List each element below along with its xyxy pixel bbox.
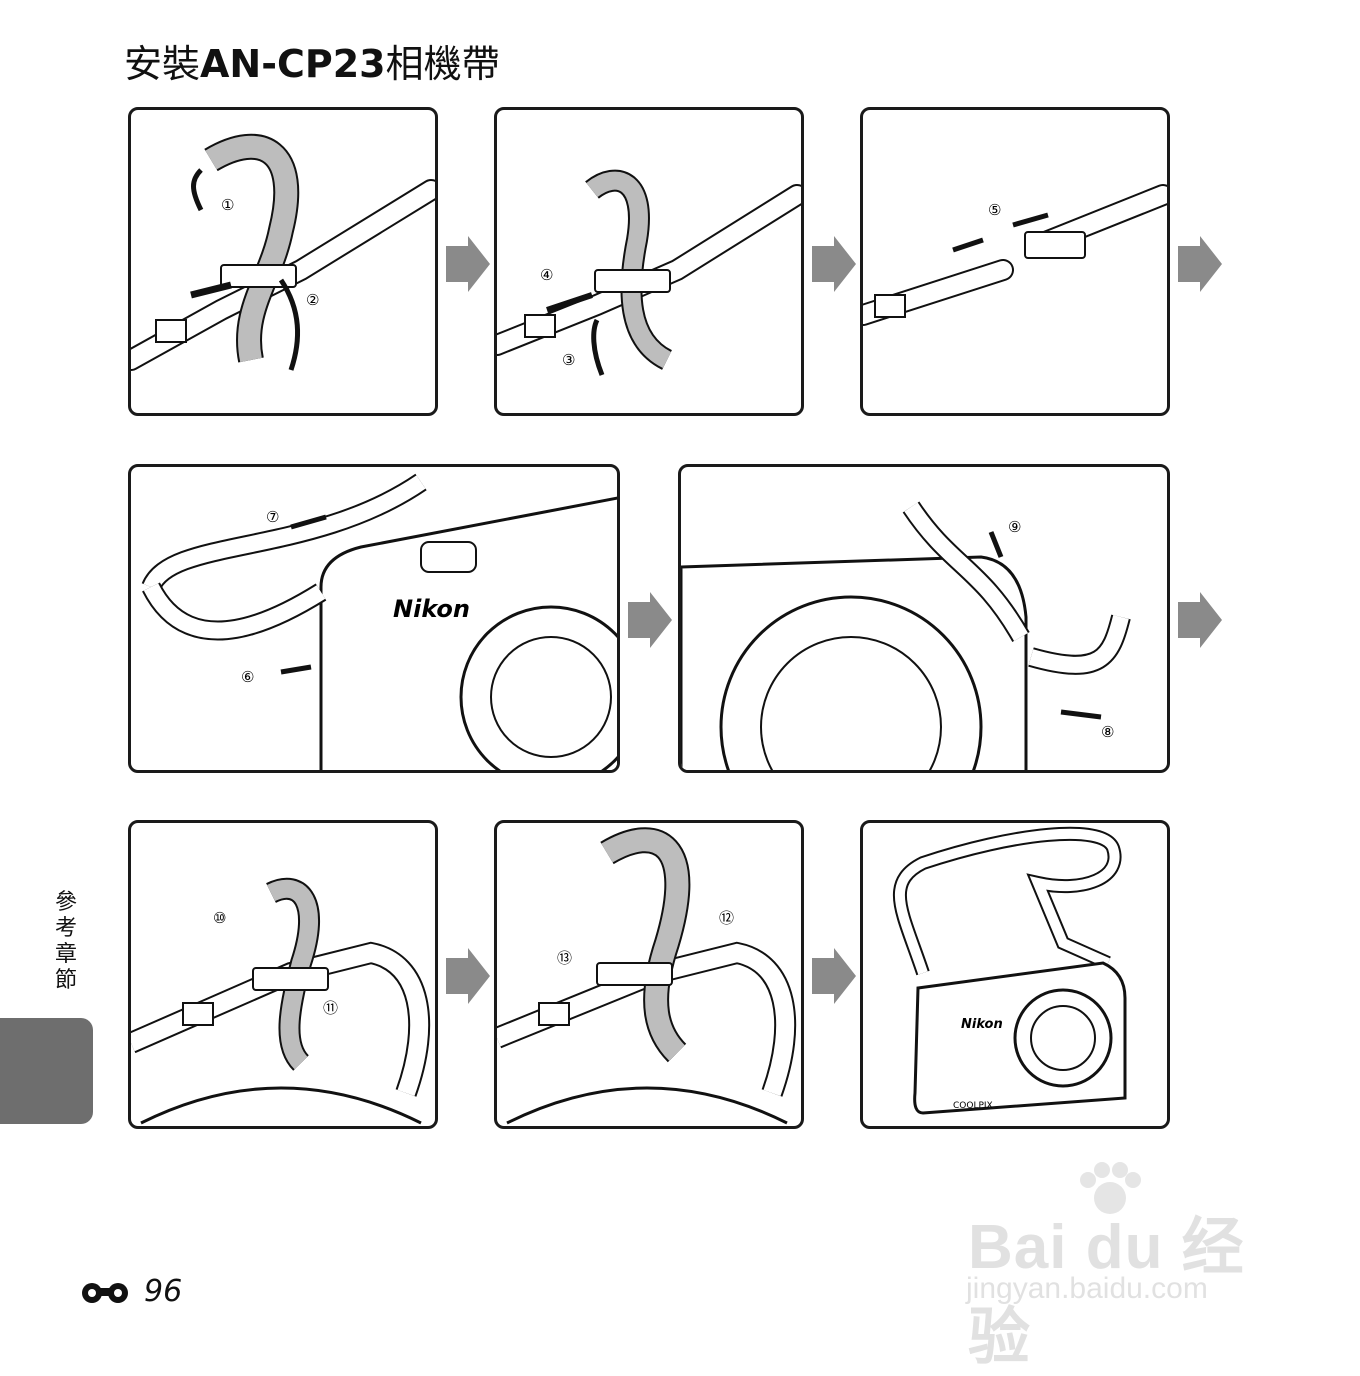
step-label-11: ⑪ — [323, 999, 338, 1017]
arrow-right-icon — [812, 236, 856, 292]
panel-step-6-7: Nikon ⑦ ⑥ — [128, 464, 620, 773]
step-label-3: ③ — [562, 351, 575, 369]
step-label-9: ⑨ — [1008, 518, 1021, 536]
arrow-right-icon — [446, 948, 490, 1004]
title-prefix: 安裝 — [124, 42, 201, 86]
step-label-7: ⑦ — [266, 508, 279, 526]
camera-with-strap-illustration: Nikon COOLPIX — [893, 826, 1127, 1115]
title-suffix: 相機帶 — [385, 42, 500, 86]
arrow-right-icon — [812, 948, 856, 1004]
panel-step-10-11: ⑩ ⑪ — [128, 820, 438, 1129]
panel-step-1-2: ① ② — [128, 107, 438, 416]
page-number-text: 96 — [144, 1274, 183, 1309]
arrow-right-icon — [446, 236, 490, 292]
camera-strap-pull-illustration: ⑨ ⑧ — [681, 501, 1131, 770]
panel-step-3-4: ④ ③ — [494, 107, 804, 416]
binoculars-icon — [82, 1282, 128, 1303]
strap-separation-illustration: ⑤ — [863, 184, 1167, 326]
panel-finished: Nikon COOLPIX — [860, 820, 1170, 1129]
page-title: 安裝AN-CP23相機帶 — [124, 38, 500, 90]
paw-icon — [1080, 1162, 1141, 1214]
arrow-right-icon — [1178, 592, 1222, 648]
strap-tighten-illustration: ⑫ ⑬ — [497, 827, 797, 1125]
step-label-12: ⑫ — [719, 909, 734, 927]
step-label-5: ⑤ — [988, 201, 1001, 219]
watermark-url: jingyan.baidu.com — [966, 1272, 1208, 1305]
panel-step-5: ⑤ — [860, 107, 1170, 416]
step-label-10: ⑩ — [213, 909, 226, 927]
baidu-watermark: Bai du 经验 jingyan.baidu.com — [960, 1160, 1290, 1372]
step-label-2: ② — [306, 291, 319, 309]
step-label-8: ⑧ — [1101, 723, 1114, 741]
step-label-1: ① — [221, 196, 234, 214]
side-section-label: 參考章節 — [54, 890, 77, 993]
strap-reloop-illustration: ⑩ ⑪ — [131, 877, 431, 1125]
strap-threading-illustration: ④ ③ — [497, 169, 801, 376]
side-tab-marker — [0, 1018, 93, 1124]
arrow-right-icon — [1178, 236, 1222, 292]
panel-step-12-13: ⑫ ⑬ — [494, 820, 804, 1129]
arrow-right-icon — [628, 592, 672, 648]
step-label-13: ⑬ — [557, 949, 572, 967]
step-label-6: ⑥ — [241, 668, 254, 686]
strap-loop-illustration: ① ② — [131, 133, 435, 371]
step-label-4: ④ — [540, 266, 553, 284]
camera-strap-attach-illustration: Nikon ⑦ ⑥ — [141, 473, 617, 770]
camera-model-text: COOLPIX — [953, 1101, 993, 1111]
title-model: AN-CP23 — [200, 42, 386, 86]
page-number: 96 — [78, 1274, 182, 1309]
panel-step-8-9: ⑨ ⑧ — [678, 464, 1170, 773]
camera-brand-text: Nikon — [961, 1017, 1003, 1032]
camera-brand-text: Nikon — [393, 595, 470, 623]
